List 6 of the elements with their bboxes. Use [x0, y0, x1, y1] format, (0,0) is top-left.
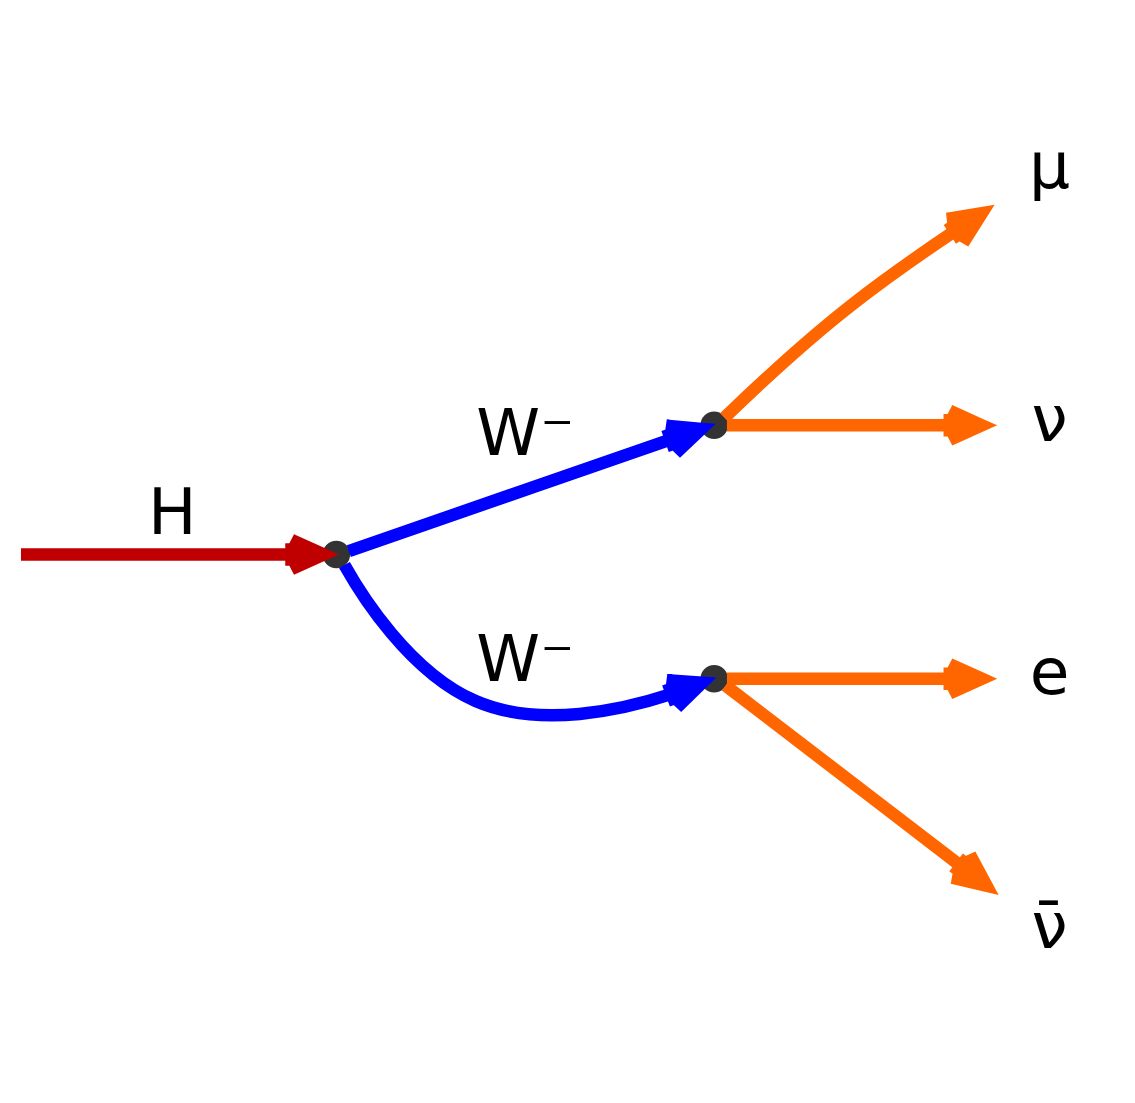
node-text: ν [1031, 380, 1068, 456]
node-text: μ [1029, 127, 1071, 203]
edge-label: W⁻ [476, 620, 575, 696]
edge-label: H [148, 473, 197, 549]
node-text: ν̄ [1031, 887, 1068, 963]
node-text: e [1029, 633, 1070, 709]
